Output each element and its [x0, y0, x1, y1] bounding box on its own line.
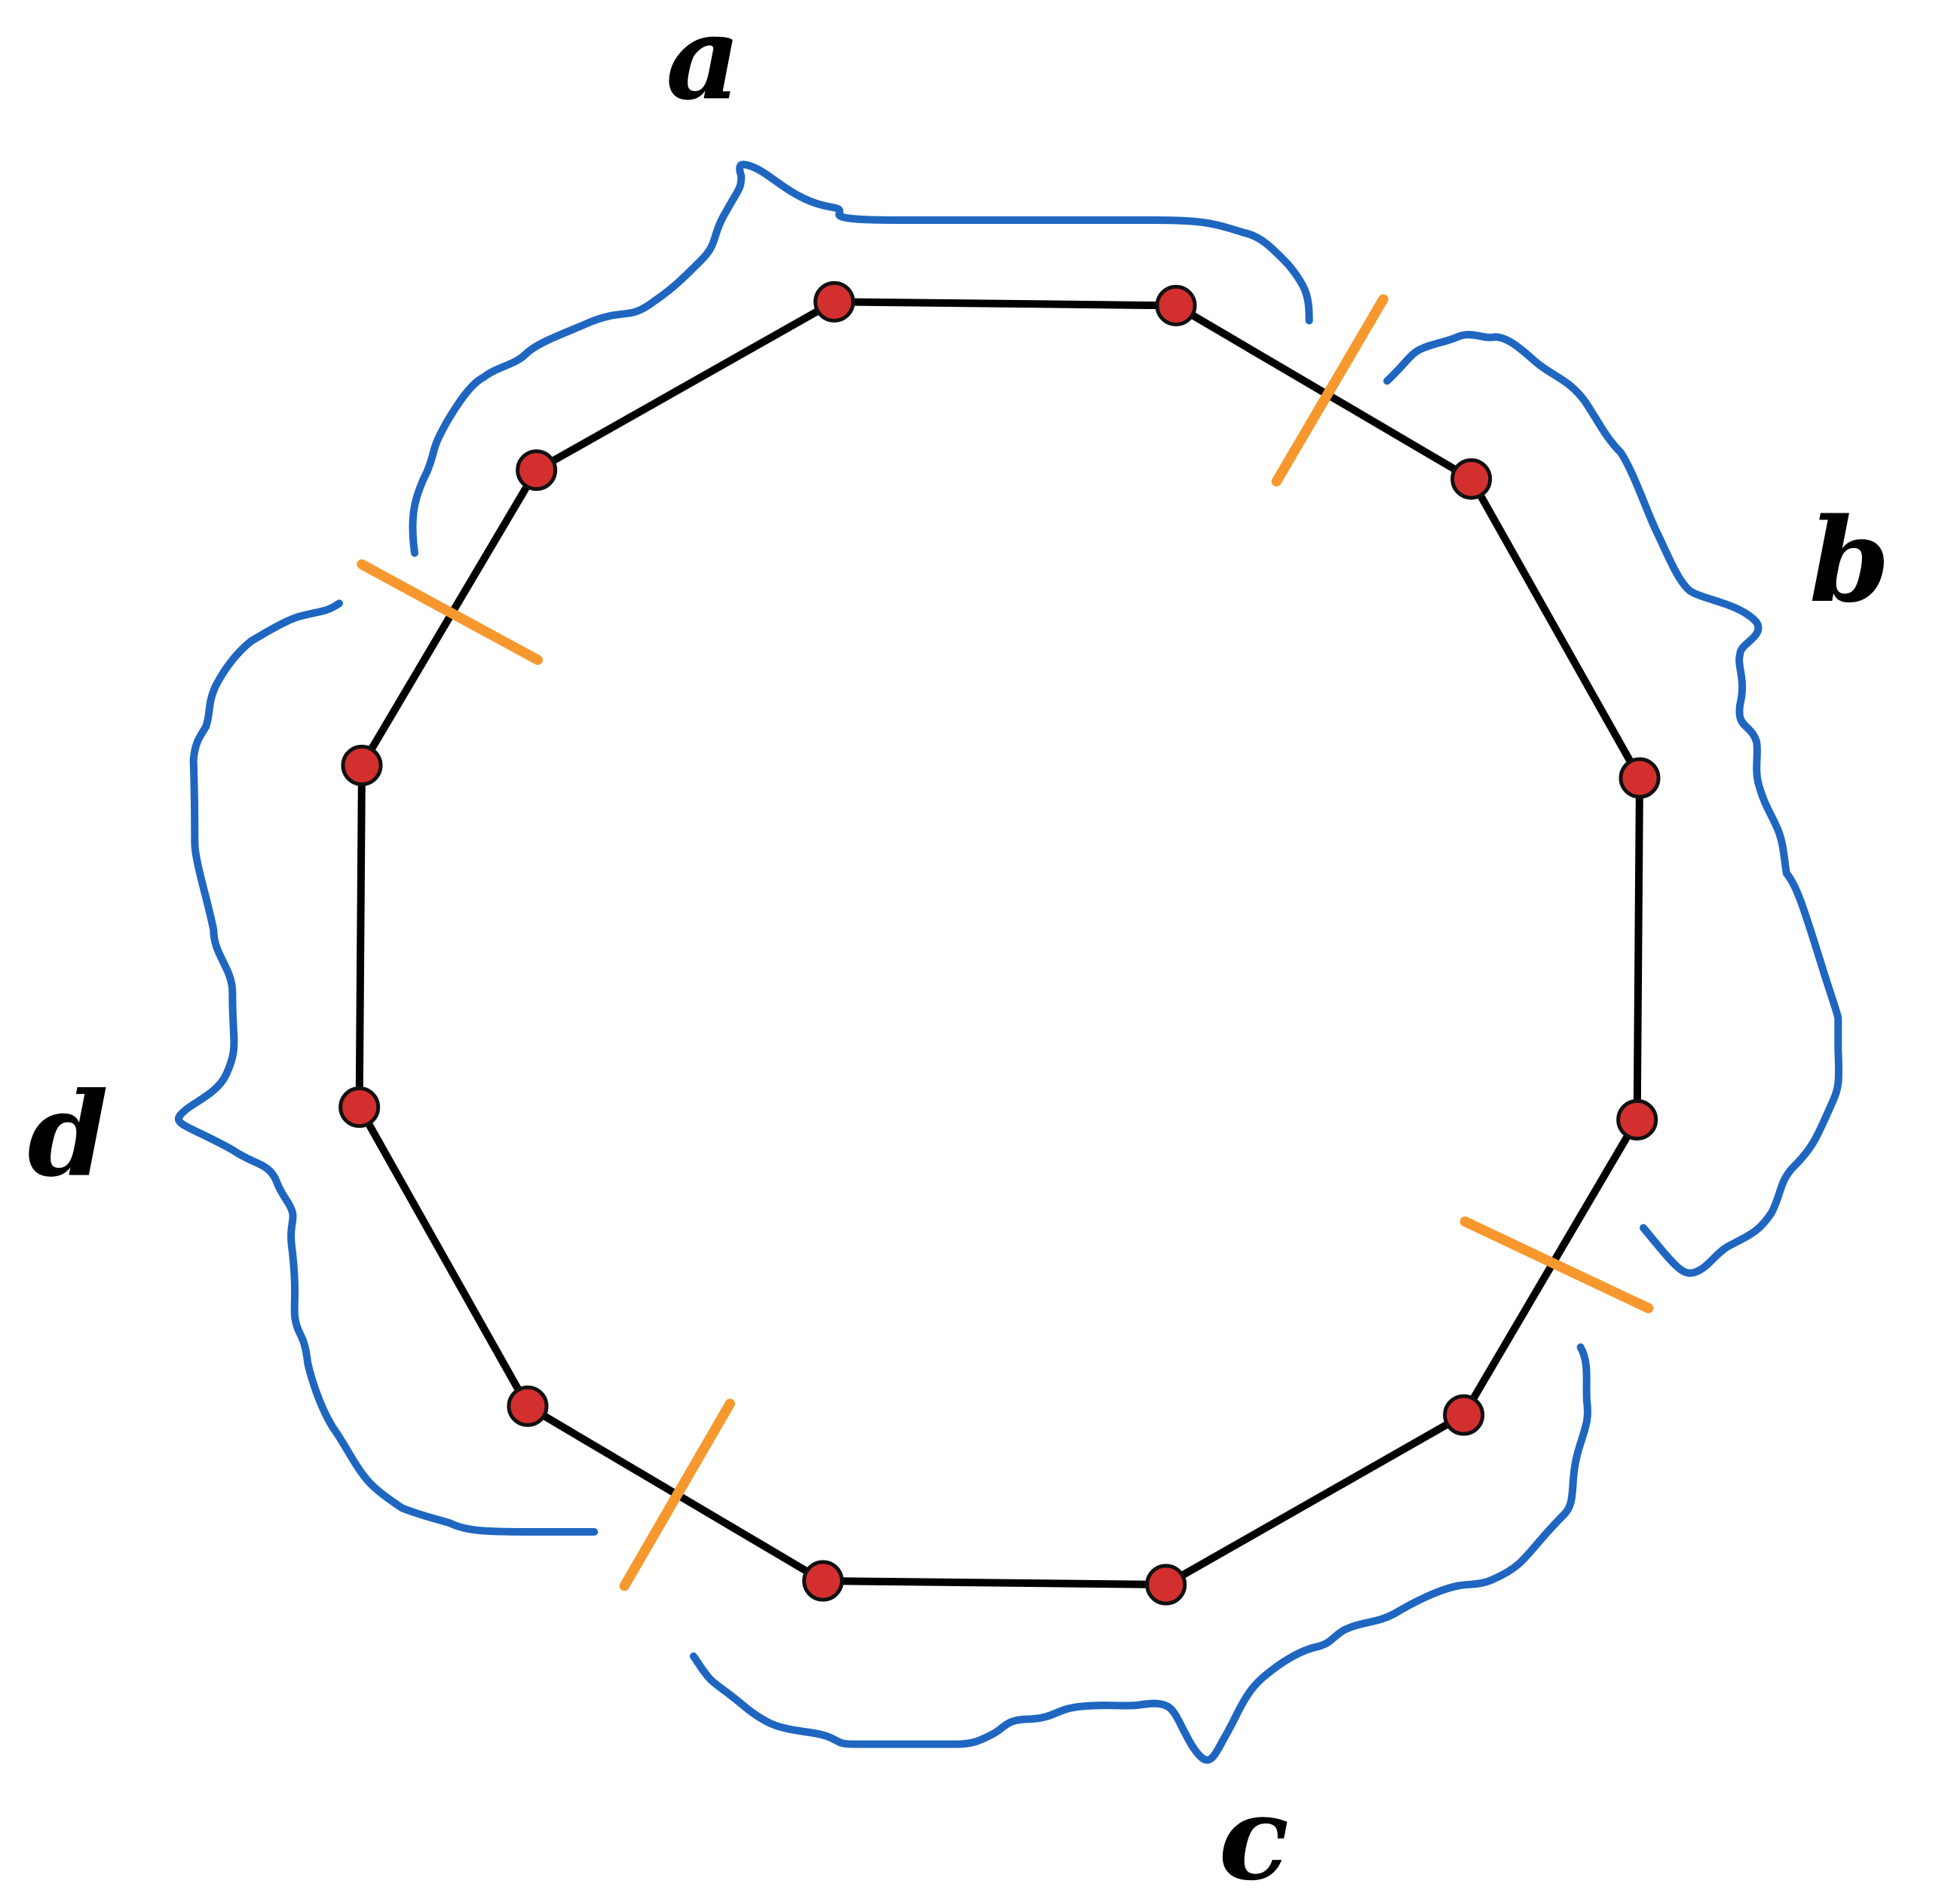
vertex-5: [1616, 1098, 1658, 1141]
vertex-9: [507, 1385, 549, 1427]
bracket-b: [1383, 330, 1843, 1277]
cut-line-ab: [1271, 294, 1389, 487]
label-b: b: [1809, 493, 1890, 629]
vertex-7: [1145, 1564, 1187, 1606]
vertex-4: [1619, 757, 1661, 799]
cut-line-bc: [1459, 1216, 1654, 1314]
bracket-d: [175, 599, 599, 1536]
vertex-8: [802, 1560, 844, 1602]
vertex-2: [1155, 284, 1197, 326]
bracket-a: [409, 161, 1313, 557]
label-d: d: [28, 1067, 109, 1203]
label-a: a: [666, 0, 740, 126]
vertex-11: [341, 744, 383, 786]
vertex-12: [516, 449, 558, 492]
vertices: [338, 280, 1661, 1606]
cut-line-cd: [619, 1398, 735, 1591]
vertex-6: [1443, 1394, 1485, 1436]
cut-line-da: [357, 559, 543, 665]
vertex-10: [338, 1086, 381, 1129]
bracket-c: [690, 1343, 1592, 1764]
polygon-edges: [355, 298, 1643, 1589]
label-c: c: [1219, 1771, 1289, 1899]
vertex-1: [813, 280, 856, 323]
vertex-3: [1450, 458, 1493, 500]
